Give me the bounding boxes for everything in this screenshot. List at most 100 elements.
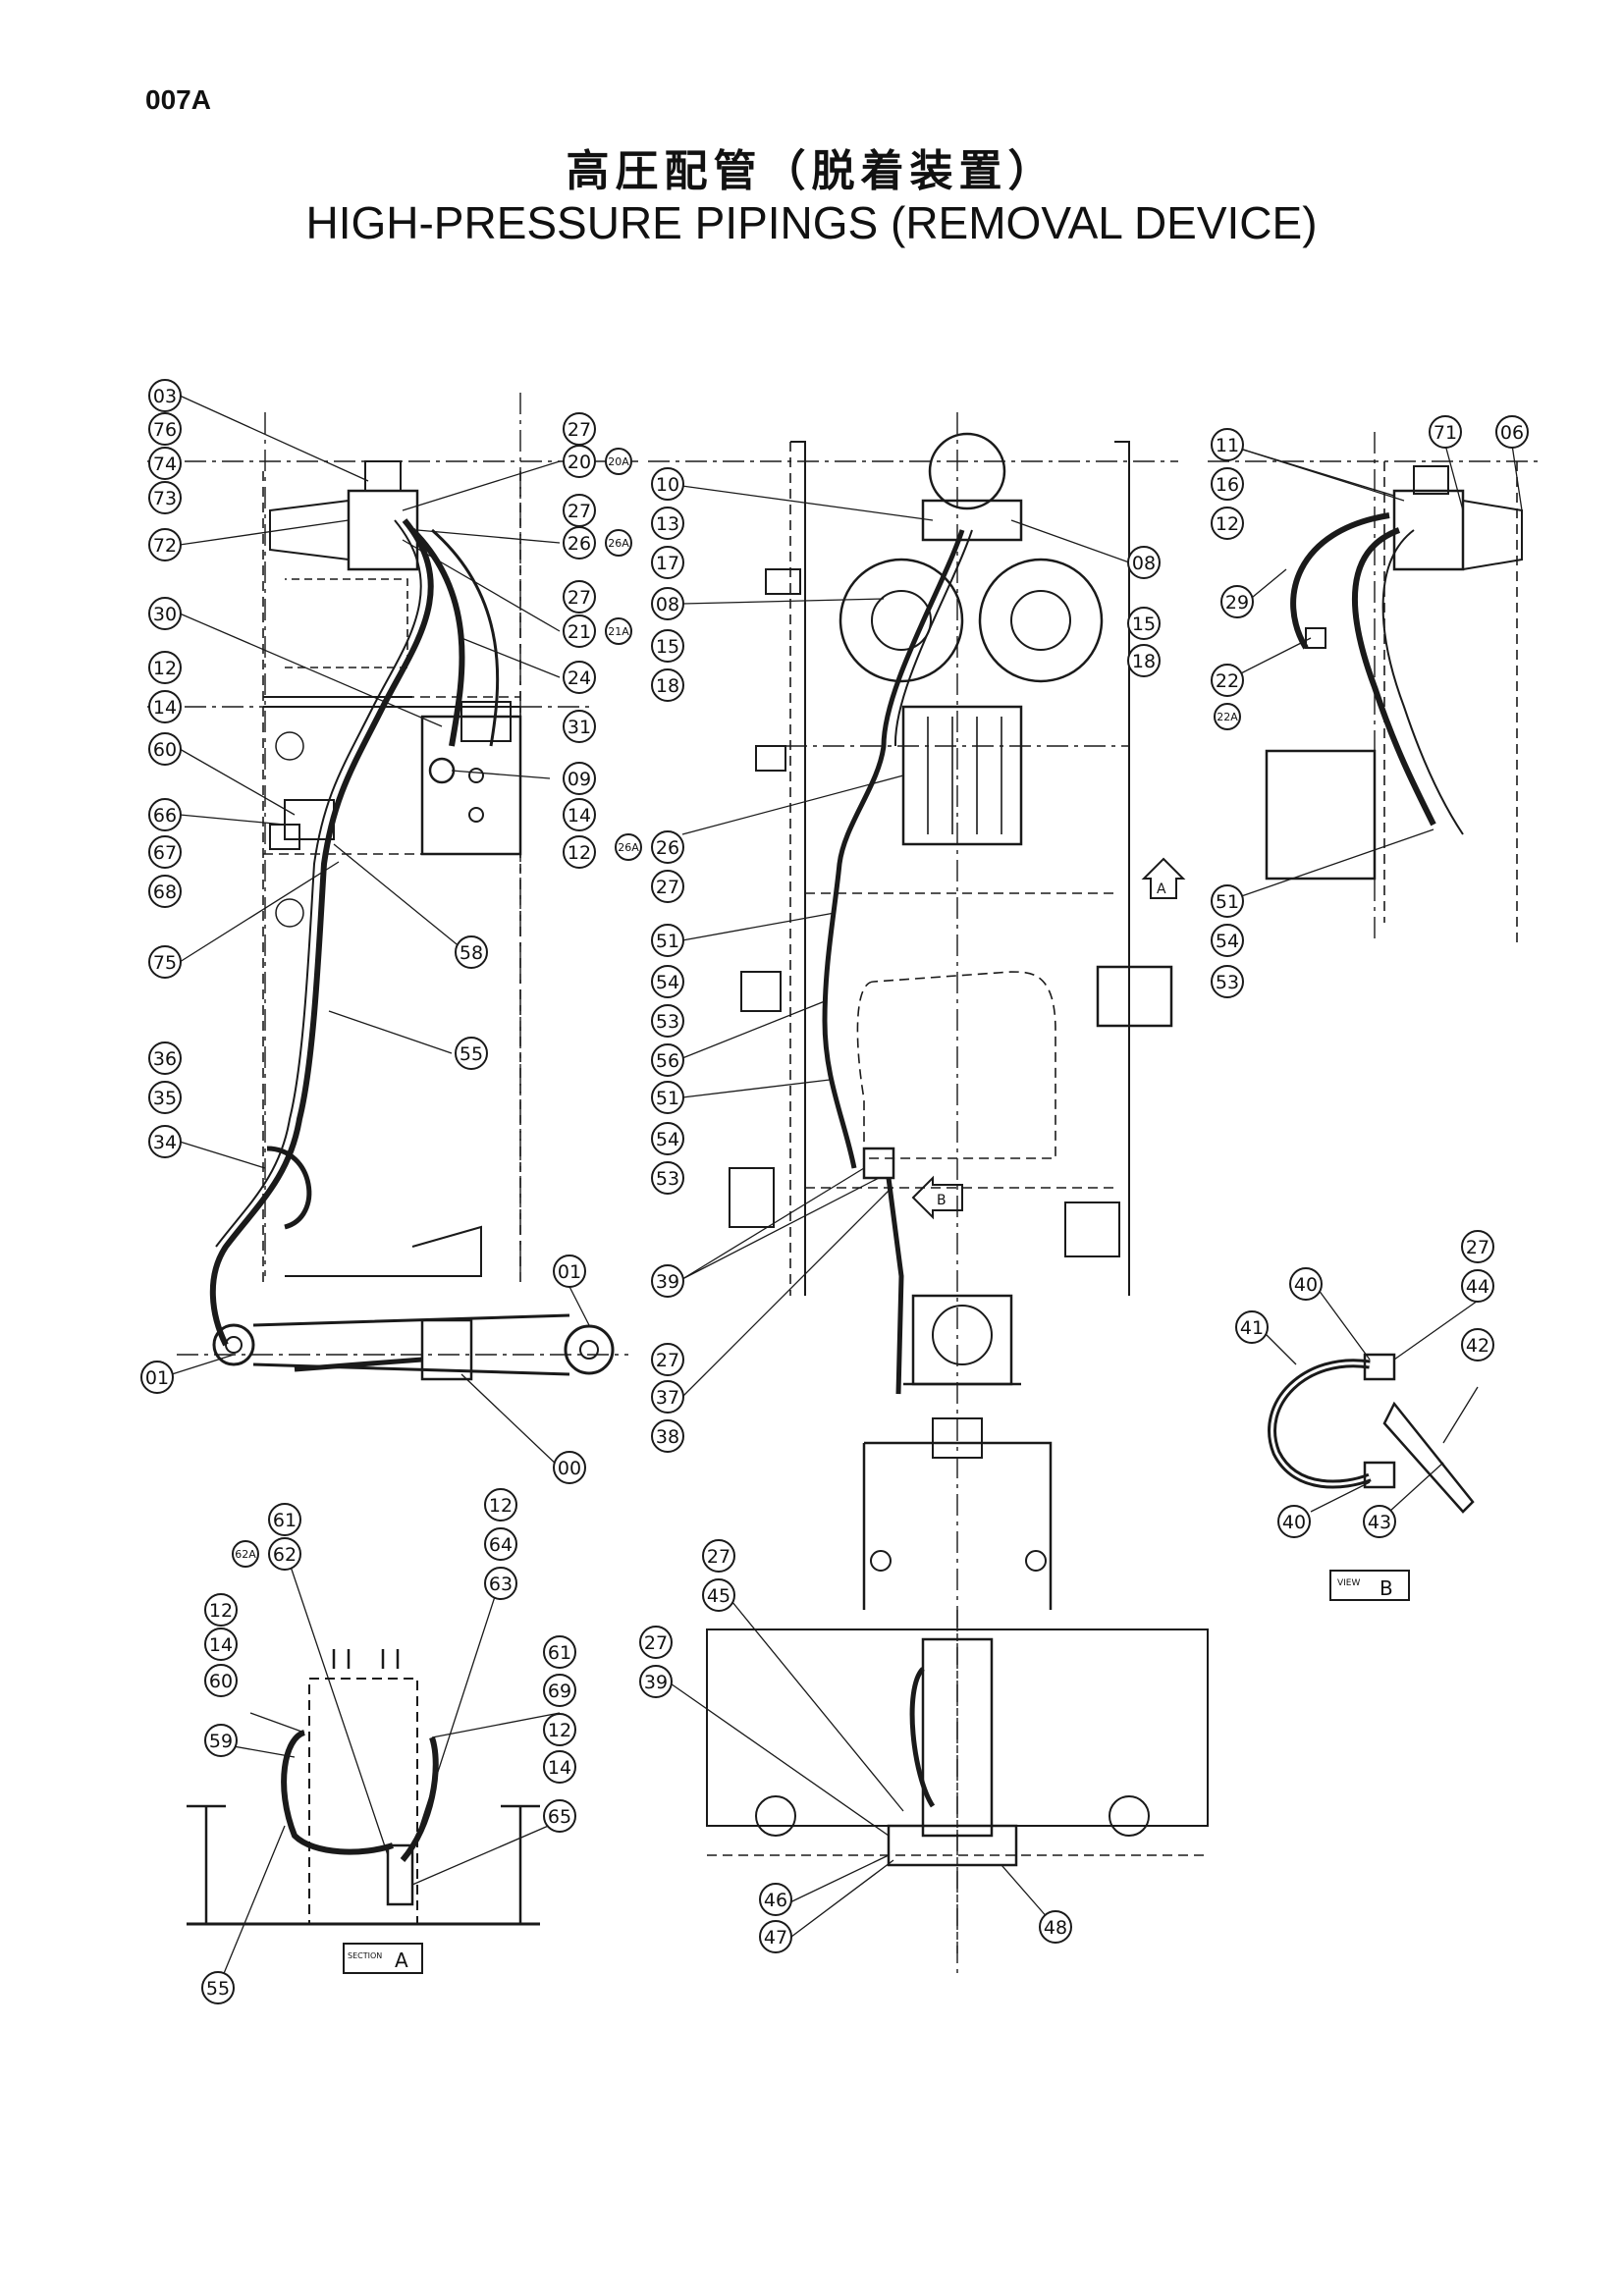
- callout-c50: 53: [651, 1004, 684, 1038]
- callout-c90: 14: [543, 1750, 576, 1784]
- callout-number: 45: [707, 1585, 730, 1607]
- callout-c40: 15: [651, 629, 684, 663]
- callout-circle: [148, 651, 182, 684]
- callout-c71: 40: [1289, 1267, 1323, 1301]
- callout-number: 30: [153, 604, 177, 625]
- callout-c64: 29: [1220, 585, 1254, 618]
- callout-number: 34: [153, 1132, 177, 1153]
- callout-circle: [1211, 507, 1244, 540]
- callout-number: 14: [548, 1757, 571, 1779]
- callout-c45: 26A: [615, 833, 642, 861]
- callout-circle: [543, 1799, 576, 1833]
- callout-c42: 08: [1127, 546, 1161, 579]
- callout-c77: 61: [268, 1503, 301, 1536]
- callout-circle: [563, 835, 596, 869]
- callout-circle: [1461, 1269, 1494, 1303]
- callout-circle: [1461, 1328, 1494, 1362]
- callout-c52: 51: [651, 1081, 684, 1114]
- callout-circle: [148, 1041, 182, 1075]
- callout-circle: [605, 529, 632, 557]
- hose-bundle: [209, 518, 465, 1347]
- arrow-a: A: [1141, 857, 1186, 899]
- callout-number: 60: [209, 1671, 233, 1692]
- callout-number: 55: [206, 1978, 230, 2000]
- callout-number: 65: [548, 1806, 571, 1828]
- callout-circle: [268, 1503, 301, 1536]
- callout-c68: 54: [1211, 924, 1244, 957]
- callout-c98: 47: [759, 1920, 792, 1953]
- callout-c28: 75: [148, 945, 182, 979]
- callout-circle: [543, 1674, 576, 1707]
- callout-c67: 51: [1211, 884, 1244, 918]
- right-view: [1208, 432, 1542, 942]
- callout-number: 46: [764, 1890, 787, 1911]
- callout-number: 22A: [1217, 711, 1238, 723]
- callout-circle: [148, 690, 182, 723]
- callout-c87: 61: [543, 1635, 576, 1669]
- callout-c63: 06: [1495, 415, 1529, 449]
- callout-circle: [651, 1043, 684, 1077]
- callout-c84: 14: [204, 1628, 238, 1661]
- callout-c85: 60: [204, 1664, 238, 1697]
- callout-number: 27: [707, 1546, 730, 1568]
- leader-lines: [171, 395, 1523, 1989]
- callout-c54: 53: [651, 1161, 684, 1195]
- callout-circle: [605, 448, 632, 475]
- callout-c6: 27: [563, 412, 596, 446]
- callout-circle: [1127, 546, 1161, 579]
- callout-circle: [651, 467, 684, 501]
- callout-c75: 40: [1277, 1505, 1311, 1538]
- callout-number: 08: [1132, 553, 1156, 574]
- callout-number: 27: [568, 501, 591, 522]
- center-view: [648, 412, 1178, 1973]
- callout-number: 51: [656, 1088, 679, 1109]
- callout-circle: [563, 526, 596, 560]
- callout-number: 12: [1216, 513, 1239, 535]
- callout-circle: [563, 445, 596, 478]
- callout-c38: 17: [651, 546, 684, 579]
- callout-c62: 71: [1429, 415, 1462, 449]
- callout-circle: [1461, 1230, 1494, 1263]
- callout-number: 06: [1500, 422, 1524, 444]
- callout-number: 68: [153, 881, 177, 903]
- callout-number: 29: [1225, 592, 1249, 614]
- callout-circle: [651, 1122, 684, 1155]
- callout-circle: [563, 614, 596, 648]
- callout-c93: 27: [702, 1539, 735, 1573]
- callout-circle: [543, 1713, 576, 1746]
- callout-number: 48: [1044, 1917, 1067, 1939]
- callout-c14: 21A: [605, 617, 632, 645]
- callout-circle: [1211, 428, 1244, 461]
- callout-circle: [651, 1004, 684, 1038]
- callout-number: 56: [656, 1050, 679, 1072]
- callout-c32: 34: [148, 1125, 182, 1158]
- arrow-b-label: B: [937, 1193, 947, 1208]
- callout-number: 14: [153, 697, 177, 719]
- callout-circle: [563, 762, 596, 795]
- callout-number: 15: [1132, 614, 1156, 635]
- callout-circle: [140, 1361, 174, 1394]
- view-b-letter: B: [1380, 1576, 1393, 1600]
- callout-number: 59: [209, 1731, 233, 1752]
- callout-c55: 39: [651, 1264, 684, 1298]
- callout-number: 39: [656, 1271, 679, 1293]
- callout-circle: [1211, 965, 1244, 998]
- callout-c51: 56: [651, 1043, 684, 1077]
- page-code: 007A: [145, 84, 211, 115]
- callout-number: 26: [656, 837, 679, 859]
- callout-number: 18: [656, 675, 679, 697]
- callout-circle: [563, 798, 596, 831]
- callout-c37: 13: [651, 507, 684, 540]
- callout-c83: 12: [204, 1593, 238, 1627]
- callout-number: 17: [656, 553, 679, 574]
- callout-c13: 21: [563, 614, 596, 648]
- callout-circle: [484, 1527, 517, 1561]
- callout-c20: 60: [148, 732, 182, 766]
- callout-c25: 14: [563, 798, 596, 831]
- callout-c44: 18: [1127, 644, 1161, 677]
- callout-number: 54: [656, 972, 679, 993]
- title-japanese: 高圧配管（脱着装置）: [566, 146, 1057, 196]
- callout-number: 61: [273, 1510, 297, 1531]
- callout-number: 20: [568, 452, 591, 473]
- callout-number: 62A: [235, 1548, 256, 1561]
